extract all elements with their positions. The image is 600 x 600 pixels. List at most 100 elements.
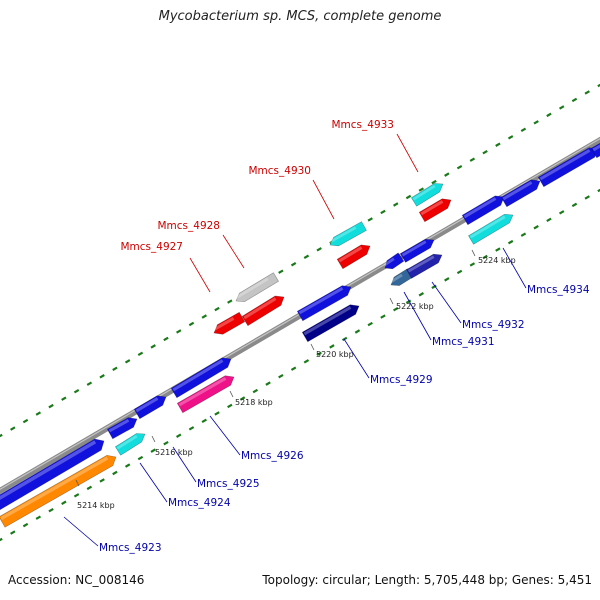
gene-block-4934[interactable] [468,211,515,245]
gene-label-top[interactable]: Mmcs_4933 [331,119,394,131]
outer-track-dot [597,82,600,88]
inner-dot-track [0,187,600,543]
outer-track-dot [290,262,297,267]
tick-label: 5214 kbp [77,501,115,510]
map-title: Mycobacterium sp. MCS, complete genome [158,9,442,24]
outer-track-dot [48,403,54,409]
gene-block-c[interactable] [170,354,234,399]
inner-track-dot [520,232,527,237]
outer-track-dot [367,217,373,222]
outer-track-dot [482,150,488,155]
tick-label: 5224 kbp [478,256,516,265]
inner-track-dot [393,306,399,312]
gene-block-f[interactable] [400,236,436,263]
inner-track-dot [558,210,565,215]
inner-track-dot [380,314,386,319]
gene-block-4928b[interactable] [241,292,287,327]
gene-callouts: Mmcs_4927 Mmcs_4928 Mmcs_4930 Mmcs_4933Mmcs… [63,119,590,554]
inner-track-dot [239,396,246,401]
callout-line [189,257,211,293]
inner-track-dot [48,508,54,513]
inner-track-dot [22,522,29,528]
inner-track-dot [86,485,93,491]
topology-summary: Topology: circular; Length: 5,705,448 bp… [262,573,592,587]
tick-mark [151,435,156,443]
tick-mark [229,390,234,398]
outer-track-dot [22,418,29,424]
inner-track-dot [265,381,271,386]
callout-line [172,446,197,483]
outer-track-dot [112,366,118,371]
gene-block-4930b[interactable] [336,241,373,270]
gene-block-b[interactable] [133,392,169,420]
callout-line [396,133,419,173]
outer-track-dot [214,306,220,312]
gene-label-bottom[interactable]: Mmcs_4924 [168,497,231,509]
outer-track-dot [0,433,3,439]
gene-label-bottom[interactable]: Mmcs_4926 [241,450,304,462]
gene-label-bottom[interactable]: Mmcs_4934 [527,284,590,296]
outer-track-dot [316,247,322,252]
gene-block-a[interactable] [106,414,139,440]
gene-block-4922[interactable] [0,435,107,521]
outer-track-dot [163,336,169,342]
gene-label-top[interactable]: Mmcs_4930 [248,165,311,177]
gene-block-4933[interactable] [410,180,445,207]
gene-block-4923[interactable] [0,452,119,528]
outer-track-dot [35,411,42,416]
inner-track-dot [507,239,514,245]
gene-label-bottom[interactable]: Mmcs_4929 [370,374,433,386]
outer-track-dot [303,254,310,259]
gene-block-i[interactable] [537,144,600,188]
gene-block-h[interactable] [500,176,543,208]
gene-block-d[interactable] [296,282,353,322]
gene-label-bottom[interactable]: Mmcs_4923 [99,542,162,554]
gene-block-4926[interactable] [176,372,236,414]
inner-track-dot [469,262,476,267]
outer-track-dot [507,135,514,140]
gene-block-4931[interactable] [388,268,414,289]
outer-track-dot [150,344,156,349]
gene-label-top[interactable]: Mmcs_4928 [157,220,220,232]
gene-block-j[interactable] [590,133,600,159]
callout-line [502,247,527,289]
gene-block-4924[interactable] [114,430,147,456]
inner-track-dot [201,418,207,424]
gene-block-4928[interactable] [233,272,279,306]
gene-block-g[interactable] [461,192,507,226]
outer-track-dot [405,194,412,200]
inner-track-dot [546,217,552,222]
callout-line [222,234,245,269]
inner-track-dot [112,470,118,476]
accession-text: Accession: NC_008146 [8,573,145,587]
inner-track-dot [405,299,412,304]
inner-track-dot [290,366,297,371]
callout-line [403,291,432,341]
outer-track-dot [571,97,578,103]
inner-track-dot [431,284,437,290]
gene-block-e[interactable] [382,252,405,272]
gene-label-bottom[interactable]: Mmcs_4932 [462,319,525,331]
outer-track-dot [61,396,67,401]
gene-label-bottom[interactable]: Mmcs_4931 [432,336,495,348]
gene-block-4930[interactable] [328,221,367,250]
gene-block-4927[interactable] [211,311,246,338]
outer-track-dot [137,351,144,357]
inner-track-dot [176,433,182,438]
outer-track-dot [546,112,552,118]
gene-label-top[interactable]: Mmcs_4927 [120,241,183,253]
outer-track-dot [584,90,590,95]
tick-mark [471,249,476,257]
callout-line [431,281,462,324]
callout-line [343,338,370,379]
gene-block-4929[interactable] [301,301,361,343]
gene-label-bottom[interactable]: Mmcs_4925 [197,478,260,490]
inner-track-dot [0,537,3,543]
outer-track-dot [520,127,527,133]
gene-block-4932[interactable] [406,251,445,279]
gene-block-4933b[interactable] [418,195,454,223]
inner-track-dot [354,329,361,334]
callout-line [63,516,99,547]
inner-track-dot [341,336,348,342]
